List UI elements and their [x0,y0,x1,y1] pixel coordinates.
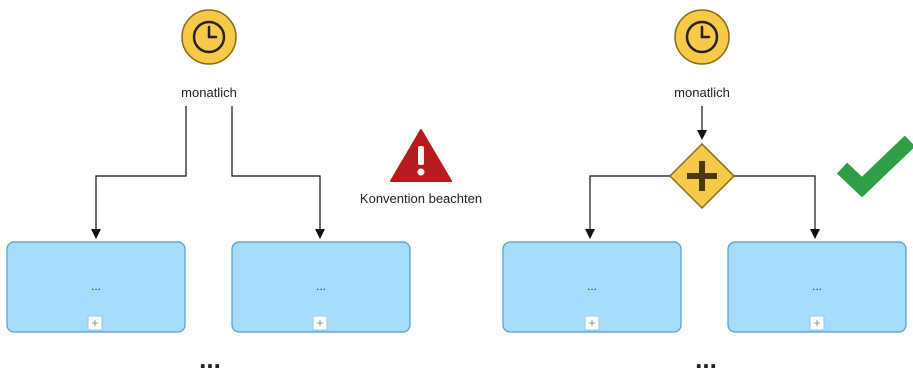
warning-triangle-icon [390,129,452,182]
timer-label-left: monatlich [181,85,237,100]
task-text: ... [812,279,822,293]
warning-label: Konvention beachten [360,191,482,206]
task-right-1[interactable]: ... + [502,241,682,333]
svg-text:+: + [588,316,595,330]
task-text: ... [316,279,326,293]
warning-callout: Konvention beachten [360,129,482,206]
clock-icon [192,20,226,54]
subprocess-marker-icon[interactable]: + [584,315,600,331]
subprocess-marker-icon[interactable]: + [87,315,103,331]
plus-icon [687,161,717,191]
checkmark-icon [836,135,913,198]
sequence-flow-right-1[interactable] [585,175,670,239]
svg-text:+: + [813,316,820,330]
timer-label-right: monatlich [674,85,730,100]
sequence-flow-right-2[interactable] [734,175,820,239]
continuation-ellipsis-right: ... [695,344,717,369]
right-process: monatlich ... + ... + [502,9,907,369]
continuation-ellipsis-left: ... [199,344,221,369]
subprocess-marker-icon[interactable]: + [312,315,328,331]
task-right-2[interactable]: ... + [727,241,907,333]
task-text: ... [91,279,101,293]
task-text: ... [587,279,597,293]
parallel-gateway[interactable] [668,142,736,210]
timer-start-event-right[interactable] [674,9,730,65]
clock-icon [685,20,719,54]
svg-text:+: + [91,316,98,330]
left-process: monatlich ... + ... + ... [6,9,411,369]
sequence-flow-left-1[interactable] [91,106,187,239]
sequence-flow-left-2[interactable] [231,106,325,239]
svg-text:+: + [316,316,323,330]
task-left-1[interactable]: ... + [6,241,186,333]
timer-start-event-left[interactable] [181,9,237,65]
subprocess-marker-icon[interactable]: + [809,315,825,331]
task-left-2[interactable]: ... + [231,241,411,333]
